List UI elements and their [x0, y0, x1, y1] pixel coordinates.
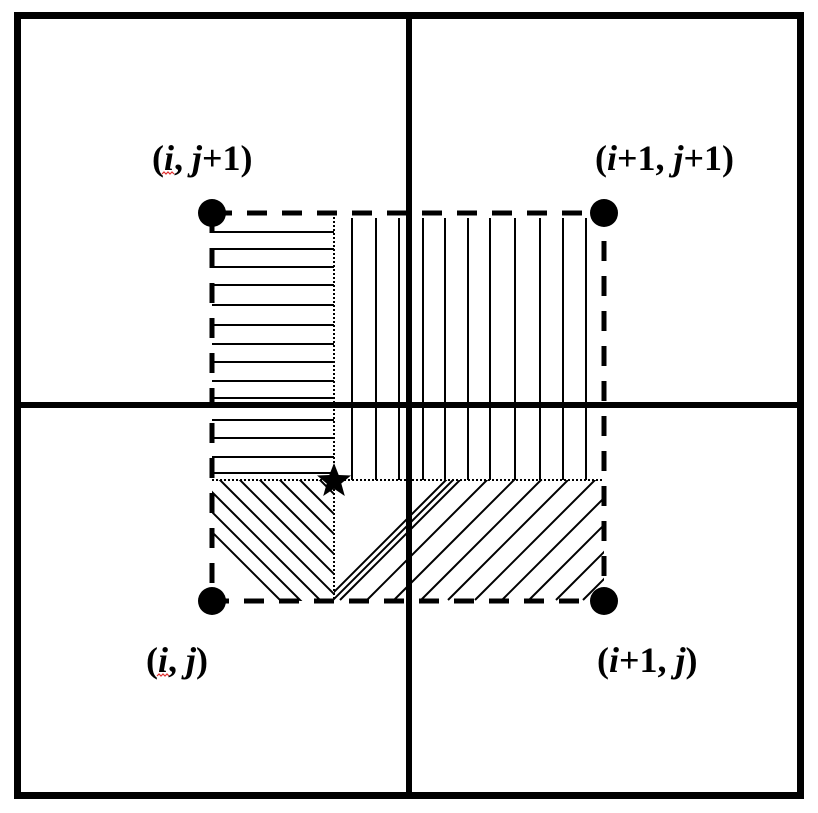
node-i1-j — [590, 587, 618, 615]
hatch-bottom-right-slash — [334, 480, 604, 601]
node-i-j — [198, 587, 226, 615]
node-i1-j1 — [590, 199, 618, 227]
star-icon — [317, 463, 351, 496]
spellcheck-underline — [156, 673, 170, 677]
label-i-j: (i, j) — [146, 640, 208, 680]
label-i1-j: (i+1, j) — [597, 640, 698, 680]
label-i1-j1: (i+1, j+1) — [595, 138, 734, 178]
node-i-j1 — [198, 199, 226, 227]
spellcheck-underline — [161, 171, 175, 175]
label-i-j1: (i, j+1) — [152, 138, 253, 178]
hatch-bottom-left-backslash — [212, 480, 334, 601]
hatch-top-right-vertical — [351, 218, 587, 480]
hatch-top-left-horizontal — [212, 231, 334, 474]
